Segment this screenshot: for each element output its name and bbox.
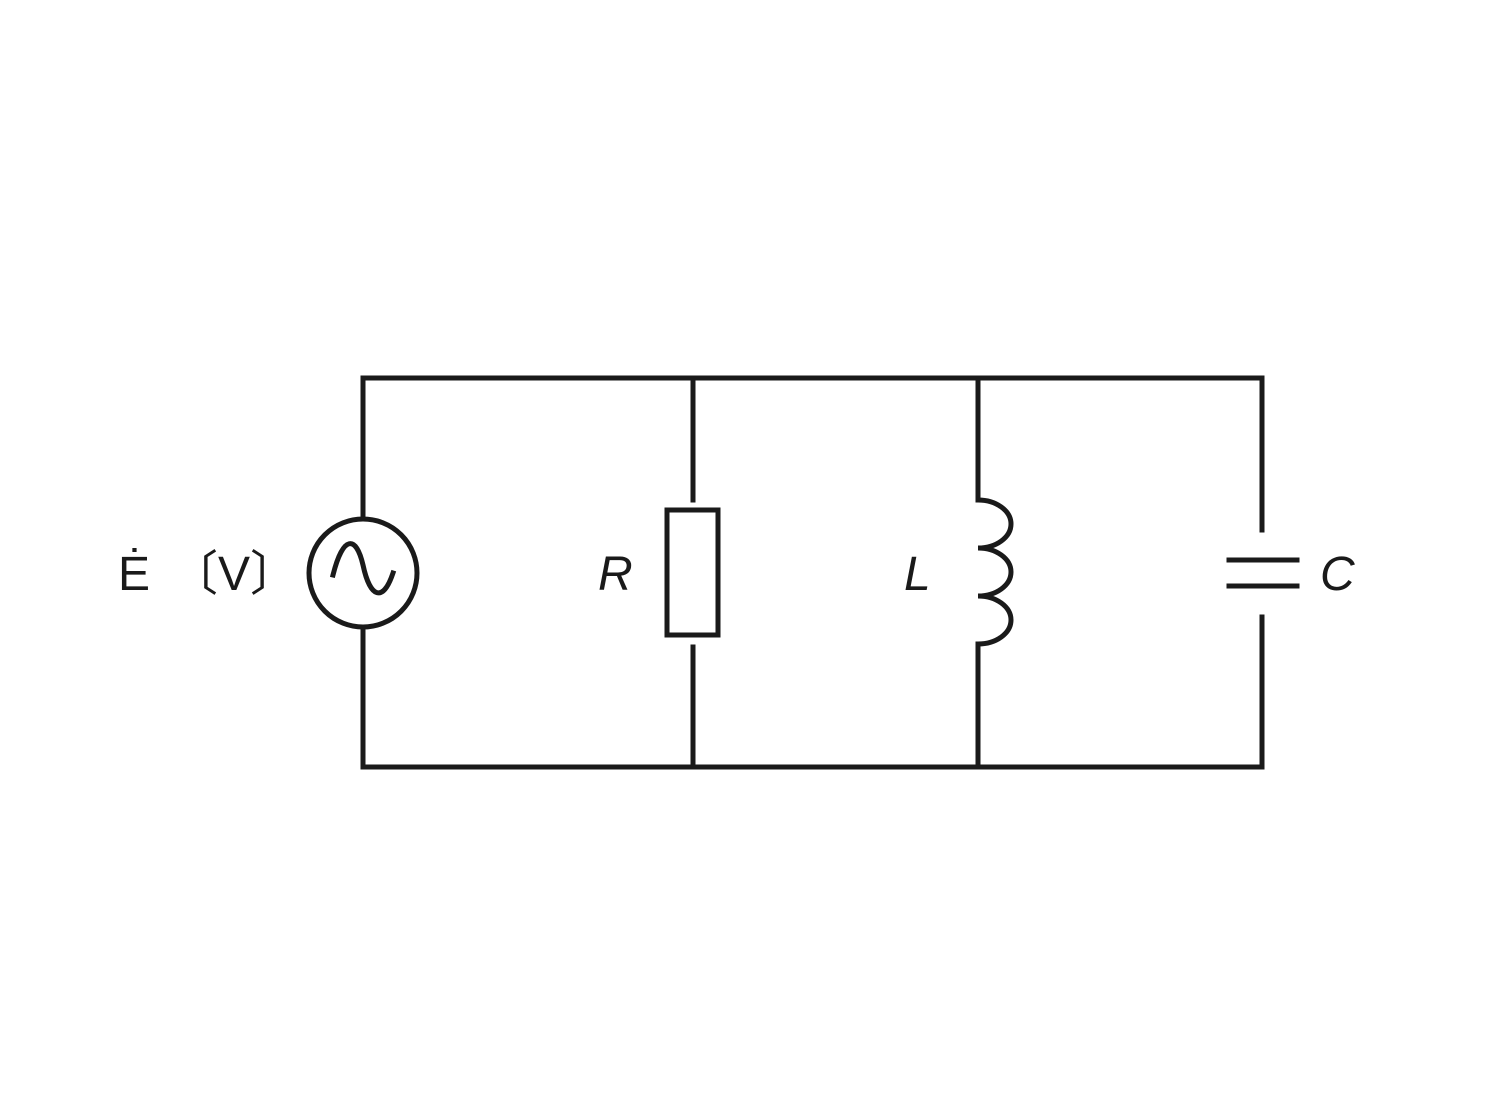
sine-wave-icon [329,541,397,596]
resistor-branch [664,375,721,770]
source-label: Ė [118,548,150,601]
inductor-branch [975,375,1014,770]
ac-source-branch [306,375,420,770]
resistor-label: R [598,548,633,601]
resistor-icon [664,507,721,638]
capacitor-label: C [1320,548,1355,601]
source-unit-label: 〔V〕 [170,548,298,601]
inductor-label: L [904,548,931,601]
inductor-coil-icon [975,497,1014,647]
capacitor-branch [1226,375,1300,770]
